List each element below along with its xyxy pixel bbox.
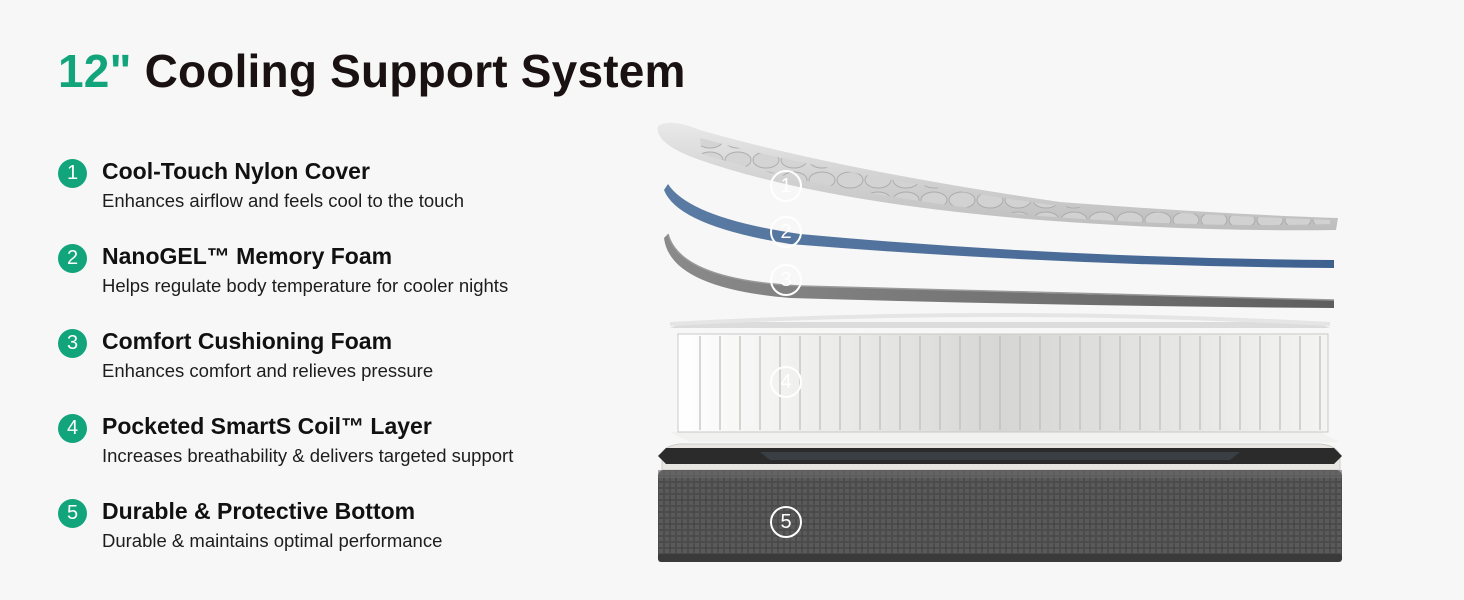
feature-title: Comfort Cushioning Foam xyxy=(102,328,393,354)
number-badge: 3 xyxy=(58,329,87,358)
feature-description: Helps regulate body temperature for cool… xyxy=(102,275,509,296)
number-badge: 5 xyxy=(58,499,87,528)
feature-description: Increases breathability & delivers targe… xyxy=(102,445,514,466)
number-badge: 1 xyxy=(58,159,87,188)
feature-item-coil-layer: 4 Pocketed SmartS Coil™ Layer Increases … xyxy=(58,411,618,496)
feature-item-bottom: 5 Durable & Protective Bottom Durable & … xyxy=(58,496,618,581)
title-text: Cooling Support System xyxy=(144,45,686,97)
title-accent: 12" xyxy=(58,45,132,97)
feature-description: Enhances airflow and feels cool to the t… xyxy=(102,190,465,211)
feature-description: Durable & maintains optimal performance xyxy=(102,530,443,551)
number-badge: 2 xyxy=(58,244,87,273)
feature-title: NanoGEL™ Memory Foam xyxy=(102,243,393,269)
mattress-layers-illustration: 1 2 3 4 5 xyxy=(640,110,1360,580)
page-title: 12" Cooling Support System xyxy=(58,44,686,98)
layer-marker-4: 4 xyxy=(770,366,802,398)
feature-list: 1 Cool-Touch Nylon Cover Enhances airflo… xyxy=(58,156,618,581)
number-badge: 4 xyxy=(58,414,87,443)
layer-marker-2: 2 xyxy=(770,216,802,248)
bottom-layer xyxy=(658,443,1342,562)
nylon-cover-layer xyxy=(657,122,1338,231)
layer-marker-5: 5 xyxy=(770,506,802,538)
feature-title: Durable & Protective Bottom xyxy=(102,498,416,524)
comfort-foam-layer xyxy=(664,233,1335,308)
feature-item-memory-foam: 2 NanoGEL™ Memory Foam Helps regulate bo… xyxy=(58,241,618,326)
feature-item-cover: 1 Cool-Touch Nylon Cover Enhances airflo… xyxy=(58,156,618,241)
feature-title: Pocketed SmartS Coil™ Layer xyxy=(102,413,432,439)
feature-item-comfort-foam: 3 Comfort Cushioning Foam Enhances comfo… xyxy=(58,326,618,411)
layer-marker-3: 3 xyxy=(770,264,802,296)
feature-title: Cool-Touch Nylon Cover xyxy=(102,158,370,184)
layer-marker-1: 1 xyxy=(770,170,802,202)
memory-foam-layer xyxy=(664,184,1334,268)
mattress-layers-svg xyxy=(657,122,1342,562)
feature-description: Enhances comfort and relieves pressure xyxy=(102,360,434,381)
